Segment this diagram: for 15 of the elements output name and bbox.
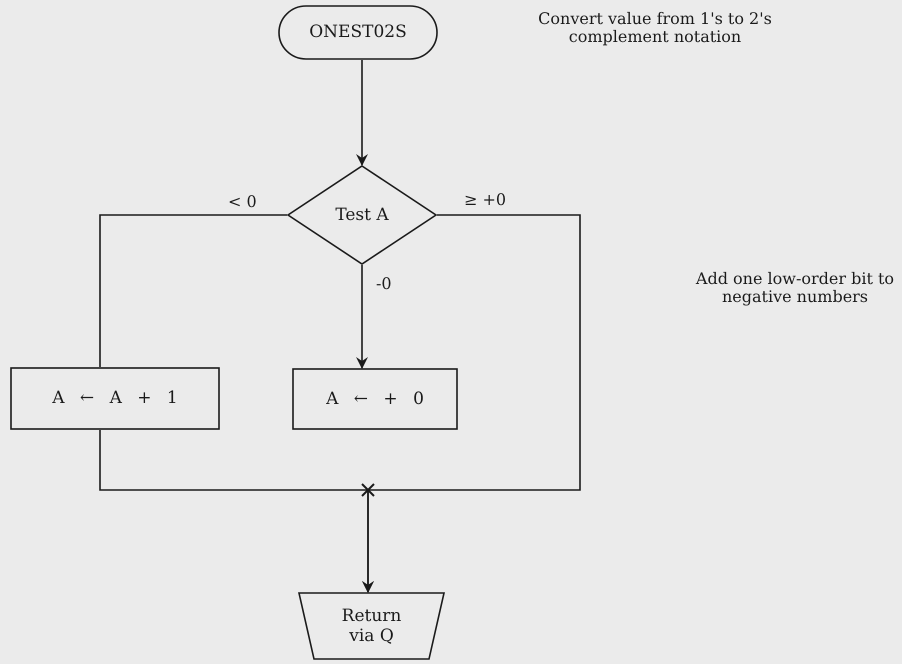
- return-terminal: [298, 592, 445, 660]
- assignment-text: A ← + 0: [326, 388, 424, 410]
- node-text: ONEST02S: [309, 22, 407, 43]
- decision-diamond: [287, 165, 437, 265]
- process-box: [292, 368, 458, 430]
- process-box: [10, 367, 220, 430]
- comment-text: Convert value from 1's to 2's complement notation: [537, 10, 773, 47]
- flow-arrow: [99, 430, 374, 593]
- comment-text: Add one low-order bit to negative numbers: [694, 270, 896, 307]
- flow-arrow: [356, 60, 368, 166]
- node-text: Test A: [335, 204, 389, 226]
- flow-arrow: [356, 265, 368, 369]
- start-terminal: [278, 5, 438, 60]
- assignment-text: A ← A + 1: [52, 388, 178, 409]
- node-text: Return via Q: [340, 606, 402, 646]
